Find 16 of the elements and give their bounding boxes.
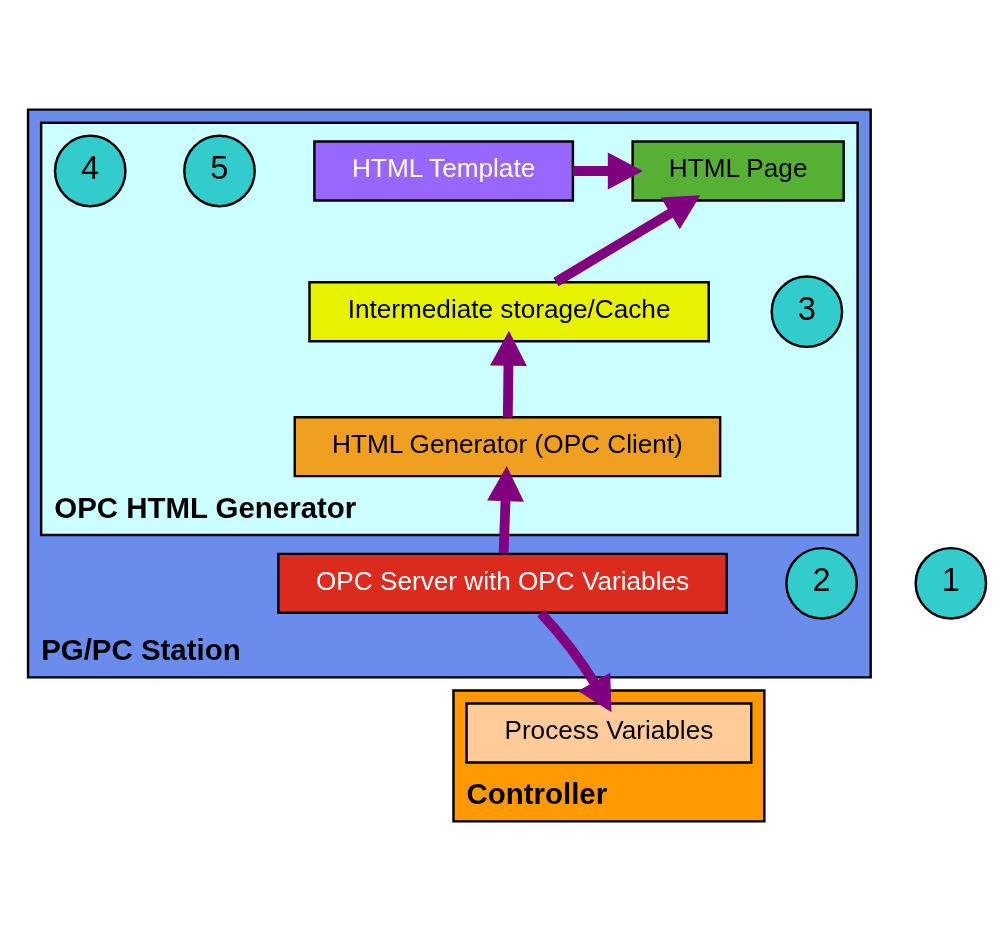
arrow (487, 466, 524, 554)
node-box: OPC Server with OPC Variables (277, 552, 728, 614)
node-box: HTML Template (313, 140, 575, 202)
node-box: Process Variables (465, 702, 753, 764)
node-circle: 1 (914, 546, 988, 620)
node-box: Intermediate storage/Cache (308, 281, 710, 343)
node-circle: 3 (770, 275, 844, 349)
arrow (537, 609, 612, 713)
arrow (553, 195, 701, 287)
node-circle: 4 (53, 134, 127, 208)
arrow (490, 330, 527, 418)
node-circle: 2 (785, 546, 858, 620)
arrow (573, 152, 643, 190)
node-box: HTML Generator (OPC Client) (293, 416, 722, 478)
node-circle: 5 (183, 134, 256, 208)
node-box: HTML Page (631, 140, 845, 202)
